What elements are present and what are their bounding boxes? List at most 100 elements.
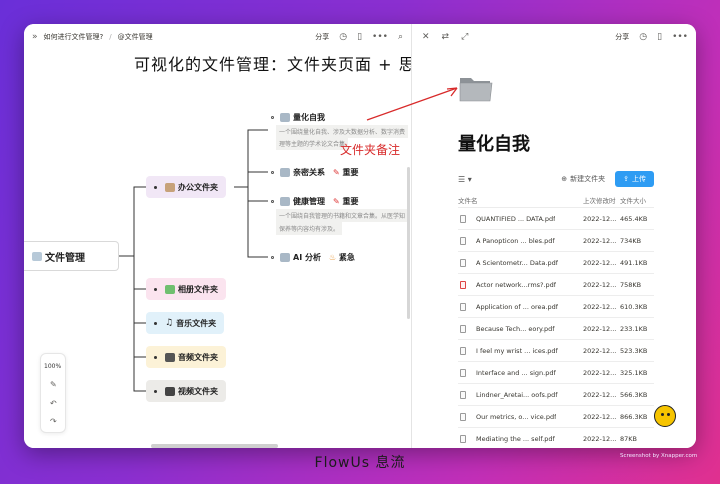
music-note-icon: ♫: [165, 317, 174, 328]
branch-audio[interactable]: 音频文件夹: [146, 346, 226, 368]
clock-icon[interactable]: ◷: [339, 31, 348, 42]
annotation-arrow: [366, 87, 458, 121]
connector-audio: [133, 256, 146, 358]
file-date: 2022-12...: [583, 280, 617, 289]
connector-photos: [133, 256, 146, 290]
share-button[interactable]: 分享: [315, 33, 330, 41]
file-name-cell: Mediating the ... self.pdf: [458, 434, 583, 443]
file-size: 465.4KB: [620, 214, 648, 223]
branch-music[interactable]: ♫ 音乐文件夹: [146, 312, 225, 334]
file-name-cell: QUANTIFIED ... DATA.pdf: [458, 214, 583, 223]
subnode-ai-analysis[interactable]: AI 分析 ♨ 紧急: [271, 252, 355, 263]
subnode-relationship[interactable]: 亲密关系 ✎ 重要: [271, 167, 359, 178]
connector-video: [133, 256, 146, 392]
search-icon[interactable]: ⌕: [397, 31, 403, 42]
horizontal-scrollbar[interactable]: [151, 444, 278, 448]
file-date: 2022-12...: [583, 368, 617, 377]
subnode-label: 健康管理: [293, 197, 325, 206]
redo-icon[interactable]: ↷: [50, 417, 57, 426]
col-size[interactable]: 文件大小: [620, 196, 646, 205]
file-name: A Scientometr... Data.pdf: [476, 258, 559, 267]
bullet-dot: [154, 355, 157, 359]
pane-divider[interactable]: [411, 24, 412, 448]
file-date: 2022-12...: [583, 390, 617, 399]
file-date: 2022-12...: [583, 258, 617, 267]
folder-icon: [280, 253, 290, 262]
clock-icon[interactable]: ◷: [639, 31, 648, 42]
file-name-cell: Lindner_Aretai... oofs.pdf: [458, 390, 583, 399]
subnode-label: AI 分析: [293, 253, 321, 262]
folder-icon: [280, 113, 290, 122]
more-icon[interactable]: •••: [372, 31, 388, 42]
connector-quant: [234, 129, 268, 188]
folder-icon[interactable]: [458, 70, 494, 106]
plus-circle-icon: ⊕: [561, 175, 568, 183]
bookmark-icon[interactable]: ▯: [357, 31, 363, 42]
bullet-dot: [154, 321, 157, 325]
footer-caption: FlowUs 息流: [314, 455, 406, 471]
watermark: Screenshot by Xnapper.com: [620, 453, 698, 459]
subnode-label: 亲密关系: [293, 168, 325, 177]
zoom-level[interactable]: 100%: [44, 363, 62, 370]
expand-sidebar-icon[interactable]: »: [32, 31, 38, 42]
breadcrumb-current[interactable]: @文件管理: [117, 33, 153, 41]
subnode-label: 量化自我: [293, 113, 325, 122]
branch-label: 音频文件夹: [178, 352, 218, 362]
col-name[interactable]: 文件名: [458, 196, 478, 205]
close-icon[interactable]: ✕: [422, 31, 430, 42]
upload-icon: ⇪: [623, 175, 629, 183]
branch-photos[interactable]: 相册文件夹: [146, 278, 226, 300]
swap-icon[interactable]: ⇄: [441, 31, 450, 42]
app-window: » 如何进行文件管理? / @文件管理 分享 ◷ ▯ ••• ⌕ 可视化的文件管…: [24, 24, 696, 448]
breadcrumb-parent[interactable]: 如何进行文件管理?: [43, 33, 104, 41]
view-toggle-icon[interactable]: ☰ ▾: [458, 174, 472, 184]
fire-icon: ♨: [328, 253, 339, 262]
folder-pane: ✕ ⇄ ⤢ 分享 ◷ ▯ ••• 量化自我 ☰ ▾ ⊕ 新建文件夹 ⇪: [412, 24, 696, 448]
file-name: Because Tech... eory.pdf: [476, 324, 555, 333]
file-size: 566.3KB: [620, 390, 648, 399]
subnode-quantified-self[interactable]: 量化自我: [271, 112, 325, 123]
file-icon: [460, 214, 466, 223]
file-icon: [460, 302, 466, 311]
file-name-cell: Because Tech... eory.pdf: [458, 324, 583, 333]
folder-icon: [32, 251, 42, 261]
bookmark-icon[interactable]: ▯: [657, 31, 663, 42]
pin-icon: ✎: [333, 197, 343, 206]
right-topbar: ✕ ⇄ ⤢ 分享 ◷ ▯ •••: [412, 24, 696, 50]
branch-video[interactable]: 视频文件夹: [146, 380, 226, 402]
share-button[interactable]: 分享: [615, 33, 630, 41]
subnode-desc: 一个围绕自我管理的书籍和文章合集。从医学知: [276, 209, 409, 222]
expand-icon[interactable]: ⤢: [461, 31, 469, 42]
subnode-desc: 理等主题的学术论文合集: [276, 137, 349, 150]
briefcase-icon: [165, 182, 175, 192]
undo-icon[interactable]: ↶: [50, 399, 57, 408]
branch-office[interactable]: 办公文件夹: [146, 176, 226, 198]
more-icon[interactable]: •••: [672, 31, 688, 42]
vertical-scrollbar[interactable]: [407, 167, 410, 319]
col-date[interactable]: 上次修改时: [583, 196, 616, 205]
file-name-cell: Application of ... orea.pdf: [458, 302, 583, 311]
folder-toolbar: ☰ ▾ ⊕ 新建文件夹 ⇪ 上传: [458, 170, 654, 188]
mindmap-root[interactable]: 文件管理: [24, 241, 119, 271]
bullet-dot: [154, 185, 157, 189]
file-size: 866.3KB: [620, 412, 648, 421]
breadcrumb: » 如何进行文件管理? / @文件管理: [32, 32, 153, 42]
pen-icon[interactable]: ✎: [50, 380, 57, 389]
new-folder-button[interactable]: ⊕ 新建文件夹: [561, 175, 606, 183]
file-icon: [460, 368, 466, 377]
bullet-dot: [154, 389, 157, 393]
upload-button[interactable]: ⇪ 上传: [615, 171, 654, 187]
subnode-health[interactable]: 健康管理 ✎ 重要: [271, 196, 359, 207]
tag-urgent: ♨ 紧急: [328, 253, 355, 262]
